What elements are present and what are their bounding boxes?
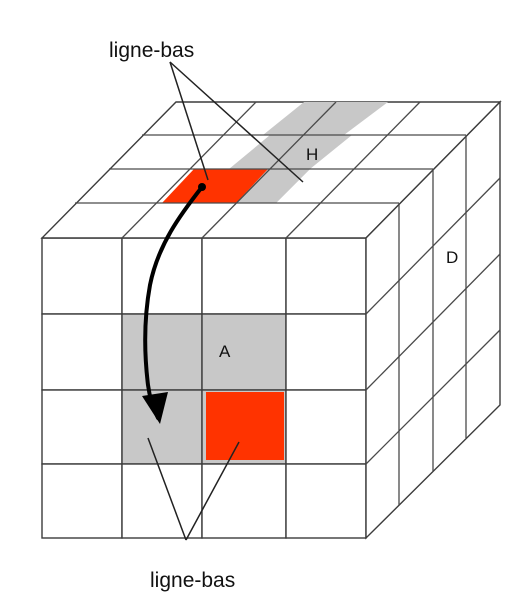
callout-lines bbox=[147, 61, 304, 541]
face-label-top: H bbox=[306, 145, 318, 164]
right-face bbox=[365, 100, 501, 540]
bottom-caption: ligne-bas bbox=[150, 569, 235, 592]
front-cell-r1-c1-shaded bbox=[121, 313, 203, 391]
front-cell-r0-c2 bbox=[201, 237, 287, 315]
top-caption: ligne-bas bbox=[109, 39, 194, 62]
front-cell-r2-c0 bbox=[41, 389, 123, 465]
front-cell-r3-c2 bbox=[201, 463, 287, 539]
front-cell-r0-c3 bbox=[285, 237, 367, 315]
top-cell-shaded-2 bbox=[263, 102, 388, 135]
top-red-sticker bbox=[162, 169, 268, 203]
face-label-front: A bbox=[219, 342, 231, 361]
top-face bbox=[40, 101, 502, 239]
front-cell-r0-c0 bbox=[41, 237, 123, 315]
bottom-callout-line-2 bbox=[185, 441, 240, 541]
front-cell-r3-c0 bbox=[41, 463, 123, 539]
bottom-callout-line-1 bbox=[147, 437, 187, 541]
front-cell-r1-c3 bbox=[285, 313, 367, 391]
front-cell-r2-c3 bbox=[285, 389, 367, 465]
top-callout-line-1 bbox=[169, 61, 209, 181]
front-cell-r1-c2-shaded bbox=[201, 313, 287, 391]
front-cell-r1-c0 bbox=[41, 313, 123, 391]
front-face bbox=[41, 237, 367, 539]
front-cell-r3-c3 bbox=[285, 463, 367, 539]
arrow-tail-dot bbox=[198, 183, 206, 191]
face-label-right: D bbox=[446, 248, 458, 267]
move-arrow bbox=[142, 183, 206, 424]
front-red-sticker bbox=[206, 392, 284, 460]
arrow-head bbox=[142, 392, 168, 424]
top-callout-line-2 bbox=[169, 61, 304, 183]
